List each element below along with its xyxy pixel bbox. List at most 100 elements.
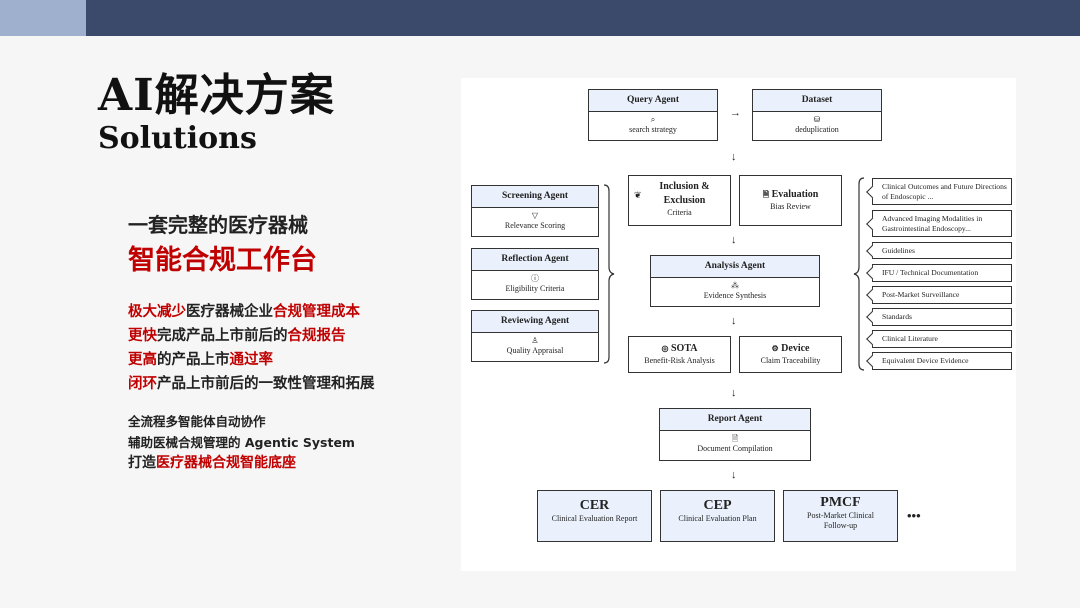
box-sub: Eligibility Criteria: [505, 284, 565, 293]
device-box: ⚙ Device Claim Traceability: [739, 336, 842, 373]
arrow-right-icon: →: [730, 107, 741, 119]
text: 辅助医械合规管理的 Agentic System: [128, 435, 355, 450]
output-sub: Post-Market Clinical Follow-up: [807, 511, 874, 530]
award-icon: ♙: [531, 336, 539, 345]
box-title: SOTA: [670, 343, 698, 354]
box-sub: deduplication: [795, 125, 839, 134]
screening-agent-box: Screening Agent ▽ Relevance Scoring: [471, 185, 599, 237]
text: 医疗器械企业: [186, 304, 273, 320]
box-sub: Claim Traceability: [760, 356, 821, 365]
box-sub: search strategy: [629, 125, 677, 134]
box-title: Query Agent: [589, 90, 717, 112]
box-title: Report Agent: [660, 409, 810, 431]
source-item: Equivalent Device Evidence: [872, 352, 1012, 370]
evaluation-box: 🗎 Evaluation Bias Review: [739, 175, 842, 226]
highlight-text: 闭环: [128, 376, 157, 392]
output-title: CEP: [703, 498, 732, 513]
summary-line: 打造医疗器械合规智能底座: [128, 455, 296, 472]
output-title: PMCF: [820, 495, 861, 510]
highlight-text: 合规管理成本: [273, 304, 360, 320]
output-sub: Clinical Evaluation Plan: [678, 514, 757, 523]
arrow-down-icon: ↓: [731, 234, 737, 246]
text: 打造: [128, 455, 156, 471]
box-title: Screening Agent: [472, 186, 598, 208]
reflection-agent-box: Reflection Agent ⓘ Eligibility Criteria: [471, 248, 599, 300]
dataset-box: Dataset ⛁ deduplication: [752, 89, 882, 141]
benefits-line: 更高的产品上市通过率: [128, 351, 273, 369]
source-label: Clinical Outcomes and Future Directions …: [882, 181, 1007, 201]
output-sub: Clinical Evaluation Report: [551, 514, 638, 523]
source-label: Guidelines: [882, 245, 915, 255]
source-item: Standards: [872, 308, 1012, 326]
leaf-icon: ❦: [634, 190, 642, 200]
arrow-down-icon: ↓: [731, 315, 737, 327]
source-item: Guidelines: [872, 242, 1012, 259]
inclusion-exclusion-box: ❦ Inclusion & Exclusion Criteria: [628, 175, 731, 226]
text: 完成产品上市前后的: [157, 328, 288, 344]
top-bar-accent: [0, 0, 86, 36]
box-title: Dataset: [753, 90, 881, 112]
right-brace: [853, 177, 865, 371]
benefits-line: 极大减少医疗器械企业合规管理成本: [128, 303, 360, 321]
text: 全流程多智能体自动协作: [128, 414, 266, 429]
box-sub: Evidence Synthesis: [703, 291, 767, 300]
database-icon: ⛁: [813, 115, 821, 124]
source-label: IFU / Technical Documentation: [882, 268, 979, 277]
target-icon: ◎: [661, 344, 669, 353]
source-label: Standards: [882, 312, 912, 321]
arrow-down-icon: ↓: [731, 469, 737, 481]
top-bar: [0, 0, 1080, 36]
box-title: Reviewing Agent: [472, 311, 598, 333]
box-sub: Relevance Scoring: [504, 221, 566, 230]
highlight-text: 医疗器械合规智能底座: [156, 455, 296, 471]
source-item: Clinical Literature: [872, 330, 1012, 348]
box-title: Reflection Agent: [472, 249, 598, 271]
output-title: CER: [579, 498, 610, 513]
more-ellipsis: •••: [907, 508, 921, 523]
tagline-highlight: 智能合规工作台: [128, 245, 317, 276]
source-item: Clinical Outcomes and Future Directions …: [872, 178, 1012, 205]
arrow-down-icon: ↓: [731, 387, 737, 399]
source-label: Advanced Imaging Modalities in Gastroint…: [882, 213, 983, 233]
arrow-down-icon: ↓: [731, 151, 737, 163]
page-subtitle: Solutions: [98, 121, 257, 156]
box-sub: Benefit-Risk Analysis: [644, 356, 715, 365]
highlight-text: 更高: [128, 352, 157, 368]
box-sub: Quality Appraisal: [506, 346, 564, 355]
source-item: Advanced Imaging Modalities in Gastroint…: [872, 210, 1012, 237]
benefits-line: 闭环产品上市前后的一致性管理和拓展: [128, 375, 375, 393]
source-label: Equivalent Device Evidence: [882, 356, 969, 365]
box-sub: Criteria: [667, 208, 692, 217]
source-label: Clinical Literature: [882, 334, 938, 343]
source-item: IFU / Technical Documentation: [872, 264, 1012, 282]
reviewing-agent-box: Reviewing Agent ♙ Quality Appraisal: [471, 310, 599, 362]
document-icon: 🗎: [731, 434, 739, 443]
highlight-text: 通过率: [229, 352, 274, 368]
box-sub: Document Compilation: [697, 444, 773, 453]
search-icon: ⌕: [650, 115, 656, 124]
box-title: Analysis Agent: [651, 256, 819, 278]
page-title: AI解决方案: [98, 70, 335, 121]
tagline: 一套完整的医疗器械: [128, 213, 308, 237]
sota-box: ◎ SOTA Benefit-Risk Analysis: [628, 336, 731, 373]
text: 的产品上市: [157, 352, 230, 368]
chip-icon: ⚙: [771, 344, 779, 353]
document-icon: 🗎: [762, 190, 770, 199]
source-label: Post-Market Surveillance: [882, 290, 960, 299]
box-title: Device: [781, 343, 810, 354]
highlight-text: 更快: [128, 328, 157, 344]
text: 产品上市前后的一致性管理和拓展: [157, 376, 375, 392]
source-item: Post-Market Surveillance: [872, 286, 1012, 304]
box-sub: Bias Review: [770, 202, 811, 211]
box-title: Evaluation: [771, 189, 819, 200]
highlight-text: 极大减少: [128, 304, 186, 320]
box-title: Inclusion & Exclusion: [659, 181, 710, 206]
query-agent-box: Query Agent ⌕ search strategy: [588, 89, 718, 141]
report-agent-box: Report Agent 🗎 Document Compilation: [659, 408, 811, 461]
highlight-text: 合规报告: [287, 328, 346, 344]
analysis-agent-box: Analysis Agent ⁂ Evidence Synthesis: [650, 255, 820, 307]
benefits-line: 更快完成产品上市前后的合规报告: [128, 327, 346, 345]
